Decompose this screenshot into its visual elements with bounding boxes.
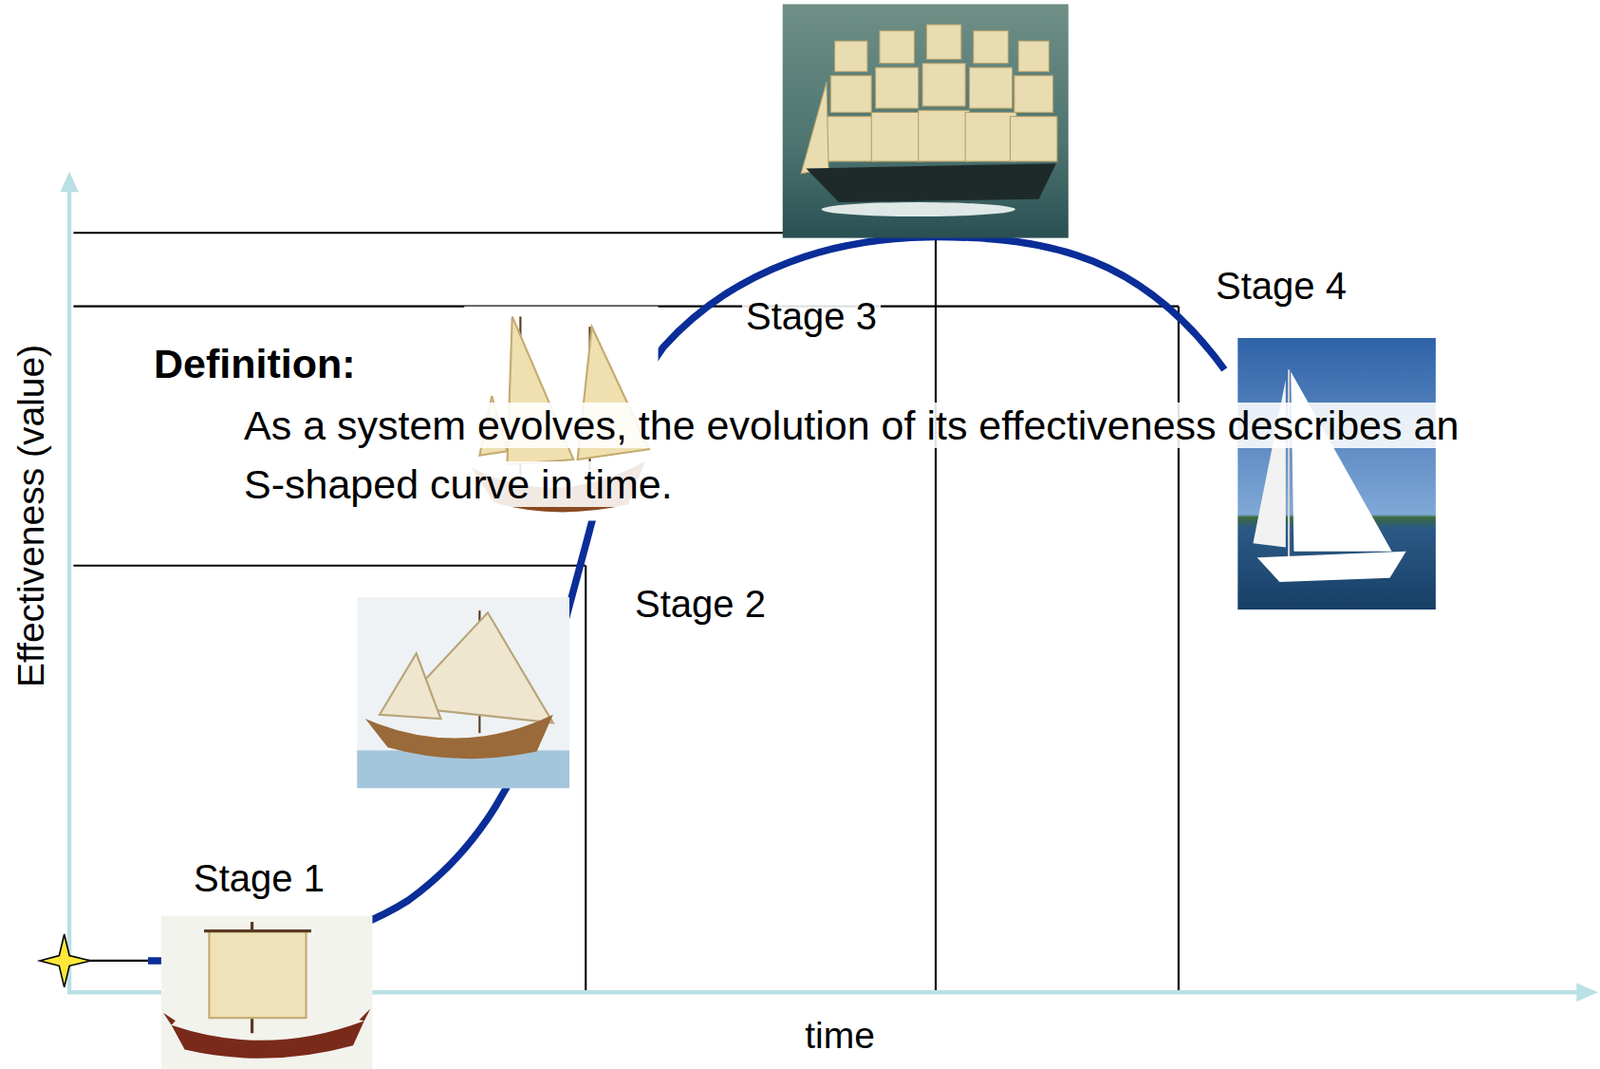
- stage-label: Stage 1: [193, 855, 325, 901]
- stage-label: Stage 3: [742, 293, 881, 339]
- guide-lines: [69, 232, 1179, 990]
- definition-block: As a system evolves, the evolution of it…: [240, 395, 1474, 514]
- longship-picture: [161, 915, 373, 1069]
- axis-title: Effectiveness (value): [10, 343, 56, 687]
- start-star: [39, 933, 92, 987]
- dhow-picture: [356, 596, 570, 788]
- definition-heading: Definition:: [149, 339, 360, 390]
- definition-text: As a system evolves, the evolution of it…: [240, 402, 1463, 507]
- axis-title: time: [804, 1013, 875, 1059]
- axes: [59, 171, 1598, 1002]
- stage-label: Stage 4: [1211, 262, 1351, 309]
- clipper-picture: [782, 3, 1069, 238]
- sailboat-picture: [1237, 337, 1436, 610]
- stage-label: Stage 2: [634, 580, 766, 627]
- s-curve: [148, 237, 1225, 961]
